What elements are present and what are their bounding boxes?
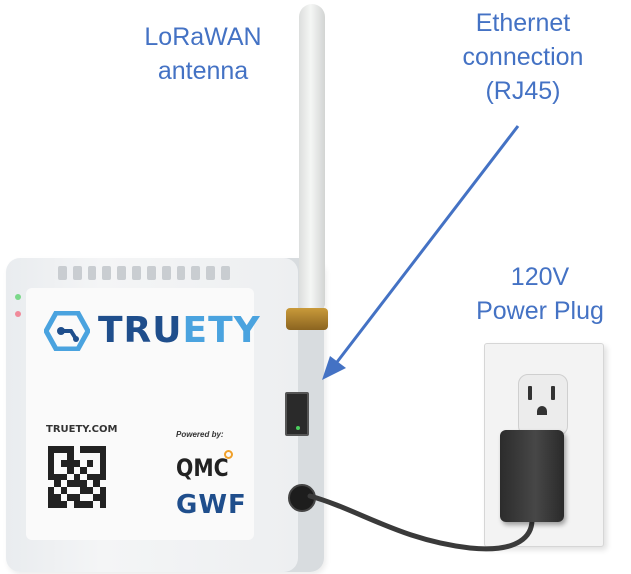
- gwf-logo-icon: GWF: [176, 490, 247, 520]
- brand-prefix: TRU: [98, 310, 183, 351]
- powered-by-label: Powered by:: [176, 430, 224, 439]
- outlet-slot-left: [528, 386, 532, 400]
- outlet-ground: [537, 406, 547, 415]
- outlet-slot-right: [551, 386, 555, 400]
- top-vents: [58, 266, 230, 280]
- device-label: TRUETY TRUETY.COM Powered by: QMC GWF: [26, 288, 260, 540]
- truety-logo-icon: [44, 310, 90, 351]
- antenna-callout-line: LoRaWAN: [144, 23, 262, 51]
- antenna-callout: LoRaWAN antenna: [128, 20, 278, 88]
- ethernet-arrow-head: [322, 356, 346, 380]
- gateway-device: TRUETY TRUETY.COM Powered by: QMC GWF: [6, 258, 324, 572]
- antenna-connector: [286, 308, 328, 330]
- power-callout-line: Power Plug: [476, 297, 604, 325]
- truety-logo: TRUETY: [44, 310, 261, 351]
- status-led-green: [15, 294, 21, 300]
- ethernet-callout: Ethernet connection (RJ45): [440, 6, 606, 108]
- power-plug: [500, 430, 564, 522]
- ethernet-callout-line: connection: [462, 43, 584, 71]
- ethernet-arrow-line: [332, 125, 520, 367]
- qmc-logo-icon: QMC: [176, 454, 229, 482]
- ethernet-callout-line: Ethernet: [475, 9, 571, 37]
- rj45-link-led: [296, 426, 300, 430]
- brand-suffix: ETY: [182, 310, 261, 351]
- website-url: TRUETY.COM: [46, 424, 118, 435]
- brand-name: TRUETY: [98, 310, 261, 351]
- power-cable: [307, 493, 535, 552]
- qr-code-icon: [48, 446, 106, 508]
- outlet-receptacle: [518, 374, 568, 436]
- ethernet-callout-line: (RJ45): [485, 77, 561, 105]
- lorawan-antenna: [299, 4, 325, 308]
- power-callout-line: 120V: [510, 263, 570, 291]
- power-callout: 120V Power Plug: [458, 260, 622, 328]
- antenna-callout-line: antenna: [157, 57, 249, 85]
- qmc-logo-mark: [224, 450, 233, 459]
- status-led-red: [15, 311, 21, 317]
